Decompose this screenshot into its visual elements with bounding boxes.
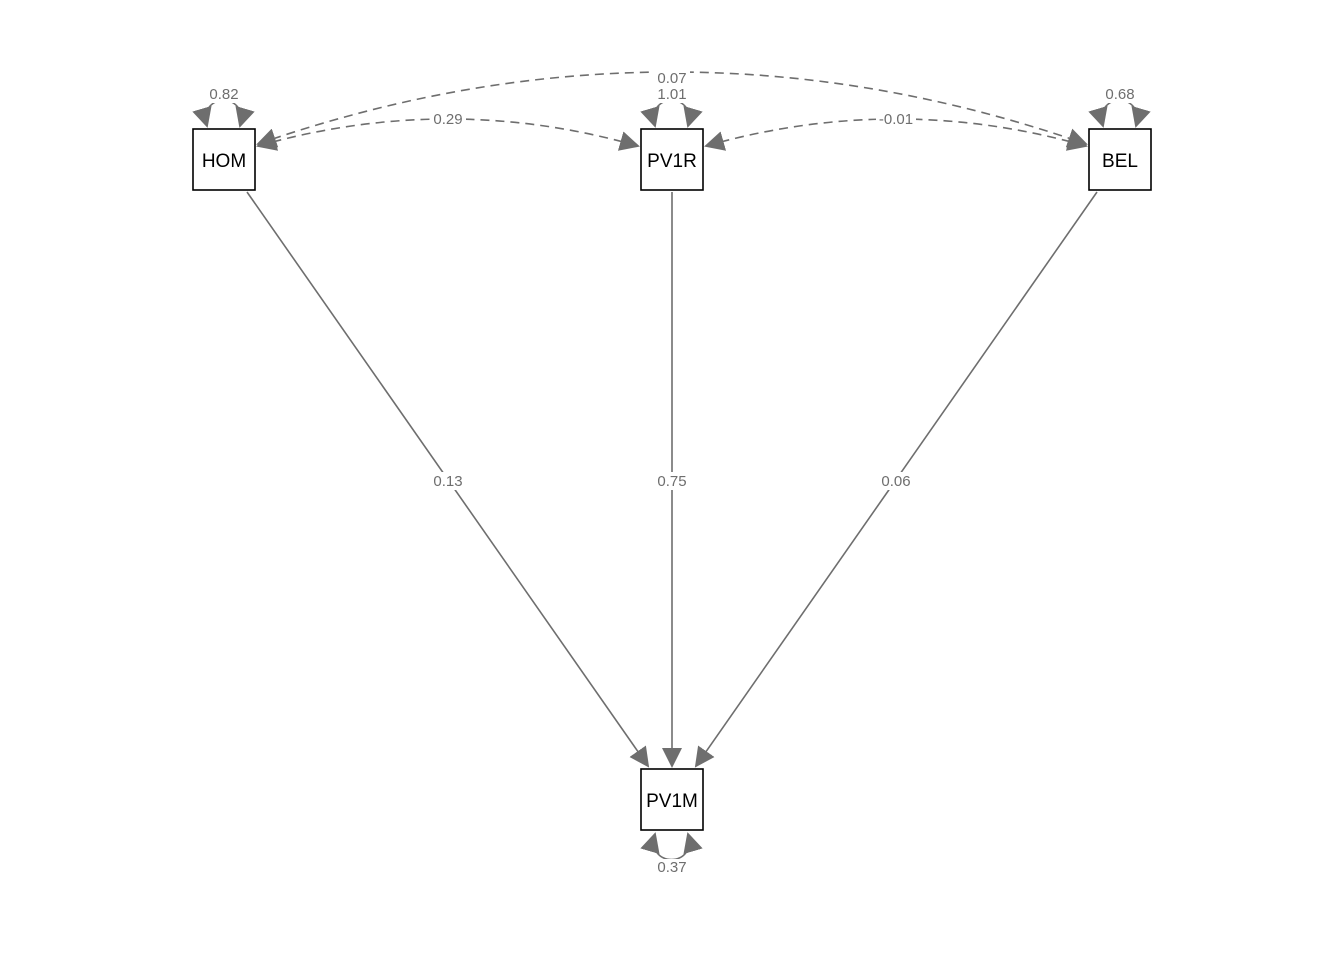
node-bel-label: BEL — [1102, 151, 1138, 172]
node-hom: HOM — [192, 128, 256, 191]
node-pv1m-label: PV1M — [646, 791, 698, 812]
label-cov-pv1r-bel: -0.01 — [876, 111, 916, 128]
svg-text:-0.01: -0.01 — [879, 111, 913, 128]
label-cov-hom-bel: 0.07 — [654, 70, 690, 87]
cov-hom-pv1r — [256, 118, 640, 151]
node-pv1r-label: PV1R — [647, 151, 697, 172]
node-pv1m: PV1M — [640, 768, 704, 831]
node-bel: BEL — [1088, 128, 1152, 191]
var-loop-bel — [1088, 99, 1151, 128]
node-hom-label: HOM — [202, 151, 246, 172]
label-var-pv1m: 0.37 — [654, 859, 690, 876]
var-loop-pv1m — [640, 832, 703, 861]
svg-text:1.01: 1.01 — [657, 86, 686, 103]
var-loop-pv1r — [640, 99, 703, 128]
svg-text:0.06: 0.06 — [881, 473, 910, 490]
var-loop-hom — [192, 99, 255, 128]
label-var-hom: 0.82 — [206, 86, 242, 103]
label-var-pv1r: 1.01 — [654, 86, 690, 103]
svg-text:0.13: 0.13 — [433, 473, 462, 490]
node-pv1r: PV1R — [640, 128, 704, 191]
label-cov-hom-pv1r: 0.29 — [430, 111, 466, 128]
svg-text:0.29: 0.29 — [433, 111, 462, 128]
svg-text:0.37: 0.37 — [657, 859, 686, 876]
label-path-pv1r-pv1m: 0.75 — [654, 472, 690, 490]
svg-text:0.07: 0.07 — [657, 70, 686, 87]
cov-pv1r-bel — [704, 118, 1088, 151]
label-path-bel-pv1m: 0.06 — [878, 472, 914, 490]
svg-text:0.75: 0.75 — [657, 473, 686, 490]
label-var-bel: 0.68 — [1102, 86, 1138, 103]
svg-text:0.82: 0.82 — [209, 86, 238, 103]
label-path-hom-pv1m: 0.13 — [430, 472, 466, 490]
svg-text:0.68: 0.68 — [1105, 86, 1134, 103]
